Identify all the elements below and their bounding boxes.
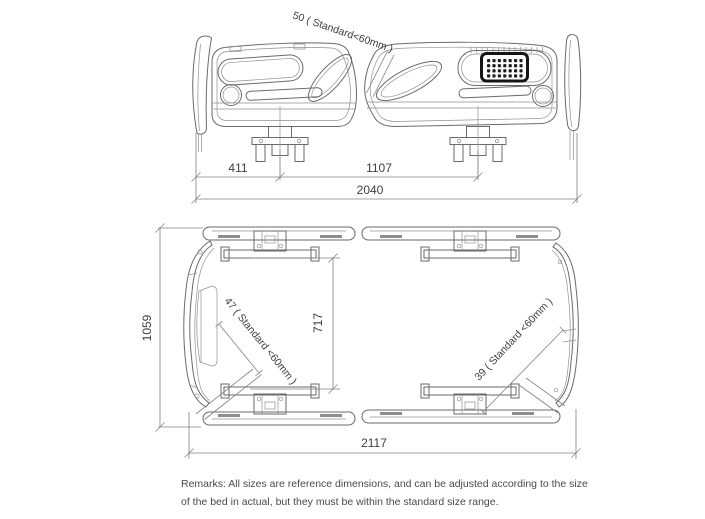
- dim-1059: 1059: [140, 223, 203, 432]
- dim-2117-text: 2117: [361, 436, 387, 450]
- top-view-headboard: [183, 240, 218, 408]
- dim-411-text: 411: [228, 161, 247, 175]
- control-panel-button-grid: [487, 58, 525, 78]
- side-view-foot-rail: [364, 41, 558, 128]
- top-view-head-rail-right: [202, 411, 356, 426]
- rail-pad: [380, 235, 402, 238]
- dim-2040-text: 2040: [357, 183, 384, 197]
- head-rail-slot: [245, 87, 323, 101]
- dim-717-text: 717: [311, 313, 325, 333]
- top-view-footboard: [551, 242, 579, 408]
- foot-rail-corner-cutout: [375, 60, 443, 102]
- dim-411-1107: 411 1107: [191, 133, 578, 203]
- dim-2040: 2040: [191, 183, 582, 204]
- foot-rail-slot: [458, 85, 532, 99]
- rail-top-tab: [229, 46, 242, 52]
- dim-1107-text: 1107: [366, 161, 392, 175]
- rail-grip-ribs: [470, 47, 543, 53]
- top-view-foot-rail-right: [361, 409, 561, 424]
- dim-2117: 2117: [184, 409, 581, 459]
- foot-rail-speaker-circle: [532, 85, 554, 107]
- side-view-headboard: [192, 35, 213, 152]
- head-rail-grab-cutout: [217, 54, 304, 86]
- remarks-line-2: of the bed in actual, but they must be w…: [181, 496, 499, 508]
- control-panel: [480, 52, 529, 83]
- remarks-line-1: Remarks: All sizes are reference dimensi…: [181, 478, 588, 490]
- rail-pad: [512, 412, 534, 415]
- rail-pad: [218, 414, 240, 417]
- rail-pad: [320, 235, 342, 238]
- side-view-head-rail: [211, 42, 358, 127]
- rail-top-tab: [293, 43, 306, 50]
- rail-pad: [320, 414, 342, 417]
- dim-717: 717: [250, 253, 340, 394]
- rail-pad: [380, 412, 402, 415]
- remarks: Remarks: All sizes are reference dimensi…: [181, 478, 588, 508]
- side-view-footboard: [564, 33, 582, 160]
- dim-1059-text: 1059: [140, 314, 154, 341]
- head-rail-bracket: [251, 106, 309, 177]
- rail-pad: [218, 235, 240, 238]
- rail-pad: [516, 235, 538, 238]
